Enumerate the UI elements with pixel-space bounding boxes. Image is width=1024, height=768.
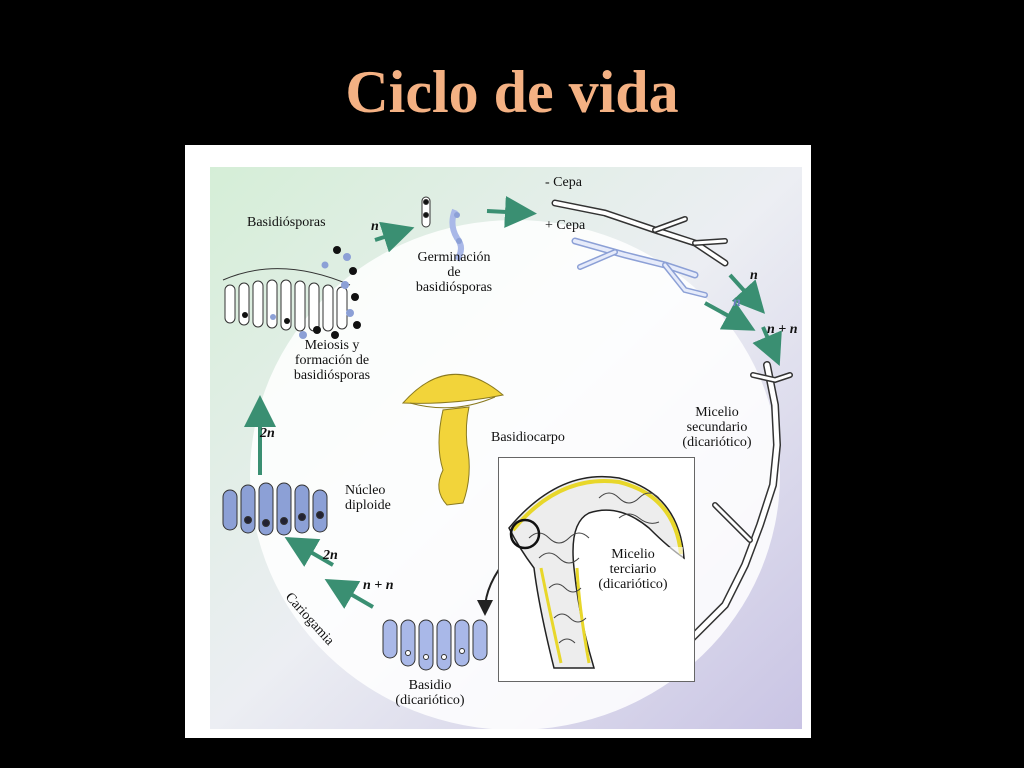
ploidy-2n-2: 2n bbox=[323, 548, 338, 563]
label-micelio-secundario-line1: Micelio bbox=[695, 405, 739, 420]
arrow-dikaryon bbox=[324, 578, 375, 609]
arrow-germination-to-hyphae bbox=[486, 195, 537, 228]
label-micelio-terciario-line1: Micelio bbox=[611, 547, 655, 562]
arrow-minus-strain bbox=[728, 273, 766, 314]
arrow-plus-strain bbox=[704, 301, 756, 331]
tertiary-mycelium-artwork bbox=[508, 475, 685, 669]
label-micelio-secundario-line3: (dicariótico) bbox=[682, 435, 752, 450]
life-cycle-diagram: Basidiósporas n Germinación de basidiósp… bbox=[185, 145, 811, 738]
label-nucleo-diploide: Núcleo diploide bbox=[345, 483, 391, 513]
ploidy-2n-1: 2n bbox=[260, 426, 275, 441]
label-meiosis-line2: formación de bbox=[294, 353, 370, 368]
label-micelio-secundario-line2: secundario bbox=[686, 420, 748, 435]
label-basidio-line1: Basidio bbox=[408, 678, 452, 693]
label-micelio-secundario: Micelio secundario (dicariótico) bbox=[667, 405, 767, 450]
magnify-circle bbox=[509, 518, 541, 550]
dikaryotic-basidia bbox=[382, 619, 488, 671]
label-micelio-terciario: Micelio terciario (dicariótico) bbox=[583, 547, 683, 592]
diploid-basidia bbox=[222, 482, 328, 536]
cycle-arrows bbox=[244, 195, 782, 609]
ploidy-n-plus-n-2: n + n bbox=[363, 578, 394, 593]
label-micelio-terciario-line2: terciario bbox=[609, 562, 657, 577]
slide-title: Ciclo de vida bbox=[345, 59, 679, 125]
ploidy-n-2: n bbox=[750, 268, 758, 283]
label-basidiocarpo: Basidiocarpo bbox=[491, 430, 565, 445]
label-plus-cepa: + Cepa bbox=[545, 218, 586, 233]
label-germinacion-line1: Germinación bbox=[417, 250, 491, 265]
label-nucleo-line1: Núcleo bbox=[345, 483, 386, 498]
secondary-mycelium bbox=[651, 361, 793, 654]
ploidy-n-1: n bbox=[371, 219, 379, 234]
arrow-plasmogamy bbox=[752, 326, 782, 367]
label-basidio-line2: (dicariótico) bbox=[395, 693, 465, 708]
label-nucleo-line2: diploide bbox=[345, 498, 391, 513]
label-minus-cepa: - Cepa bbox=[545, 175, 582, 190]
mushroom-basidiocarp bbox=[401, 374, 505, 506]
label-meiosis-line1: Meiosis y bbox=[304, 338, 360, 353]
strain-hyphae bbox=[551, 199, 729, 298]
label-germinacion-line3: basidiósporas bbox=[415, 280, 493, 295]
label-basidio: Basidio (dicariótico) bbox=[375, 678, 485, 708]
label-micelio-terciario-line3: (dicariótico) bbox=[598, 577, 668, 592]
label-meiosis: Meiosis y formación de basidiósporas bbox=[277, 338, 387, 383]
basidiospores bbox=[242, 246, 361, 339]
germinating-spores bbox=[421, 196, 464, 262]
label-basidiosporas: Basidiósporas bbox=[247, 215, 326, 230]
label-germinacion-line2: de bbox=[447, 265, 461, 280]
ploidy-n-plus-n-1: n + n bbox=[767, 322, 798, 337]
ploidy-n-3: n bbox=[733, 295, 741, 310]
label-germinacion: Germinación de basidiósporas bbox=[399, 250, 509, 295]
label-meiosis-line3: basidiósporas bbox=[293, 368, 371, 383]
arrow-karyogamy bbox=[284, 536, 335, 567]
arrow-spores-to-germination bbox=[374, 221, 415, 253]
